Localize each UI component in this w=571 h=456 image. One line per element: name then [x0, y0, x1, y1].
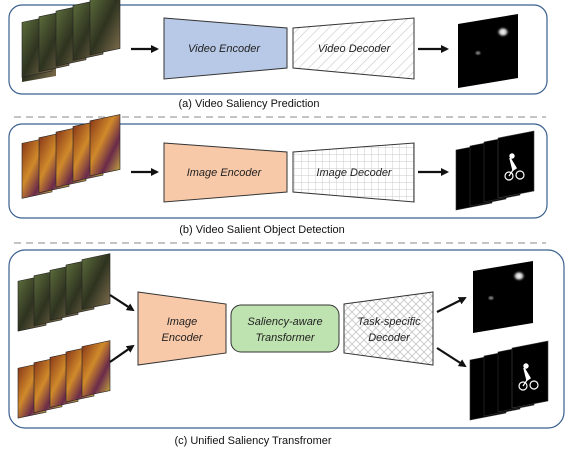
image-encoder-block-b [163, 142, 288, 203]
image-encoder-block-c [137, 291, 227, 366]
caption-a: (a) Video Saliency Prediction [178, 98, 319, 110]
input-video-frames-c-top [17, 253, 111, 332]
task-decoder-label-line1: Task-specific [357, 316, 421, 328]
panel-b-border [8, 123, 548, 219]
input-video-frames-a [21, 0, 121, 82]
caption-c: (c) Unified Saliency Transfromer [174, 435, 331, 447]
arrow-c-input-bottom [109, 344, 135, 363]
transformer-label-line1: Saliency-aware [247, 316, 322, 328]
arrow-c-output-top [436, 297, 467, 313]
video-decoder-label: Video Decoder [318, 43, 392, 55]
transformer-label-line2: Transformer [255, 332, 315, 344]
image-encoder-label-c-line2: Encoder [162, 332, 204, 344]
input-video-frames-c-bottom [17, 340, 111, 419]
cyclist-mask-b [504, 153, 525, 181]
salient-object-mask-output-c [469, 340, 549, 421]
input-video-frames-b [21, 114, 121, 199]
image-decoder-label: Image Decoder [316, 167, 393, 179]
panel-c-border [8, 249, 565, 429]
salient-object-mask-output-b [455, 130, 535, 211]
video-encoder-label: Video Encoder [188, 43, 261, 55]
saliency-map-output-a [458, 14, 518, 88]
arrow-c-output-bottom [436, 347, 467, 368]
arrow-c-input-top [109, 294, 135, 312]
saliency-map-output-c [473, 261, 533, 333]
cyclist-mask-c [518, 363, 539, 391]
image-decoder-block [292, 142, 415, 203]
saliency-aware-transformer-block [230, 304, 340, 353]
video-encoder-block [163, 17, 288, 80]
image-encoder-label-b: Image Encoder [187, 167, 263, 179]
image-encoder-label-c-line1: Image [167, 316, 198, 328]
caption-b: (b) Video Salient Object Detection [179, 224, 345, 236]
task-decoder-label-line2: Decoder [368, 332, 411, 344]
video-decoder-block [292, 17, 415, 80]
task-specific-decoder-block [343, 291, 434, 366]
panel-a-border [8, 4, 548, 95]
